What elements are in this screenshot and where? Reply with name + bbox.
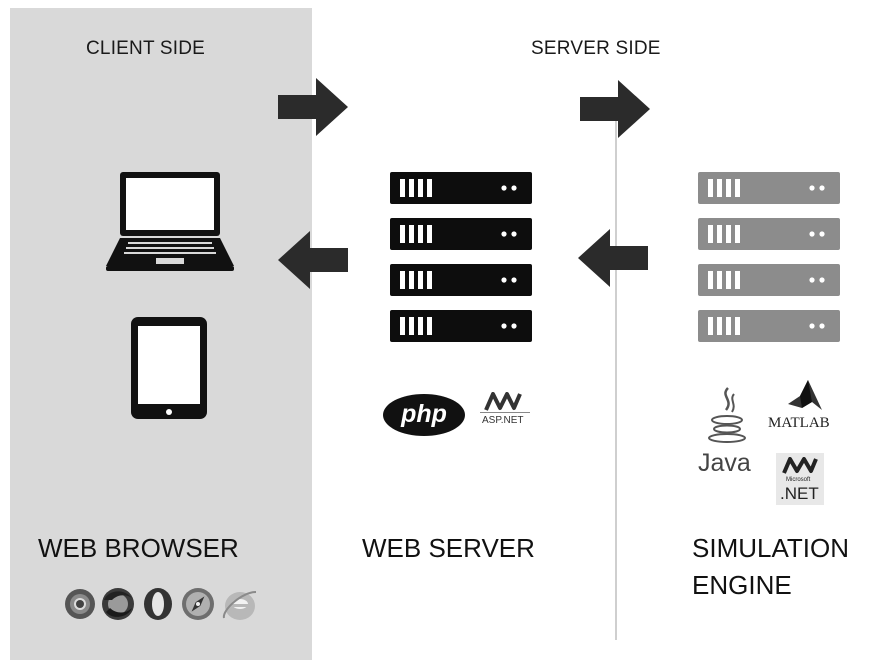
microsoft-logo-text: Microsoft bbox=[786, 477, 811, 483]
opera-icon bbox=[144, 588, 172, 620]
client-side-header: CLIENT SIDE bbox=[86, 38, 206, 59]
java-logo-text: Java bbox=[698, 449, 751, 477]
server-side-header: SERVER SIDE bbox=[531, 38, 661, 59]
chrome-icon bbox=[65, 589, 95, 619]
simulation-engine-label-line2: ENGINE bbox=[692, 570, 792, 600]
web-browser-label: WEB BROWSER bbox=[38, 533, 239, 563]
aspnet-logo-text: ASP.NET bbox=[482, 415, 524, 426]
tablet-icon bbox=[131, 317, 207, 419]
dotnet-wave-icon bbox=[782, 457, 818, 474]
left-arrow-icon bbox=[278, 231, 348, 289]
php-logo-text: php bbox=[401, 400, 447, 428]
left-arrow-icon bbox=[578, 229, 648, 287]
safari-icon bbox=[182, 588, 214, 620]
laptop-icon bbox=[106, 172, 234, 271]
right-arrow-icon bbox=[278, 78, 348, 136]
right-arrow-icon bbox=[580, 80, 650, 138]
firefox-icon bbox=[102, 588, 134, 620]
server-rack-icon bbox=[390, 172, 532, 342]
aspnet-underline bbox=[480, 412, 530, 413]
server-rack-icon bbox=[698, 172, 840, 342]
internet-explorer-icon bbox=[222, 591, 257, 620]
matlab-logo-text: MATLAB bbox=[768, 415, 830, 431]
php-logo: php bbox=[383, 394, 465, 436]
dotnet-wave-icon bbox=[484, 392, 522, 411]
matlab-membrane-icon bbox=[788, 380, 822, 410]
java-icon bbox=[708, 387, 746, 443]
simulation-engine-label-line1: SIMULATION bbox=[692, 533, 849, 563]
server-divider-line bbox=[615, 110, 617, 640]
dotnet-logo-text: .NET bbox=[780, 484, 819, 503]
web-server-label: WEB SERVER bbox=[362, 533, 535, 563]
